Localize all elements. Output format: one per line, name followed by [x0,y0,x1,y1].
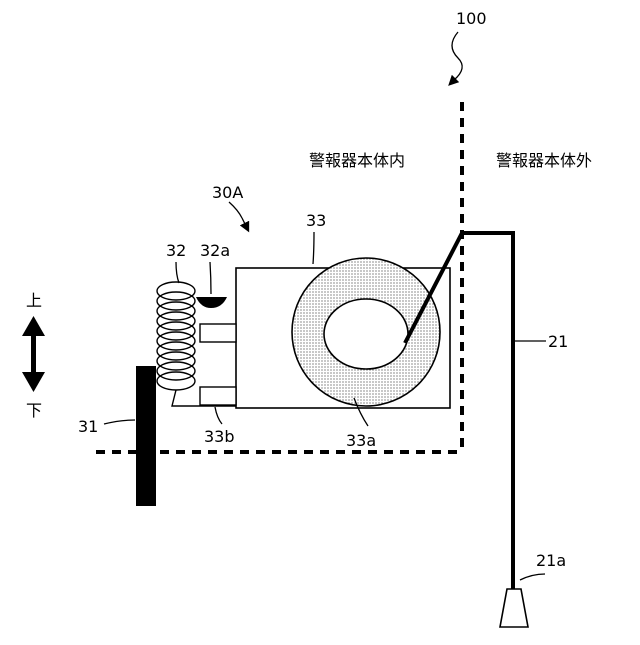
label-32: 32 [166,241,186,260]
label-21: 21 [548,332,568,351]
stopper-32a [196,297,227,308]
label-up: 上 [26,291,42,310]
arrow-100 [450,80,454,84]
label-outside: 警報器本体外 [496,151,592,170]
label-32a: 32a [200,241,230,260]
label-33a: 33a [346,431,376,450]
label-31: 31 [78,417,98,436]
label-100: 100 [456,9,487,28]
label-30a: 30A [212,183,243,202]
post-31 [136,366,156,506]
label-down: 下 [26,401,42,420]
ring-33a-hole [324,299,408,369]
label-33: 33 [306,211,326,230]
up-down-arrow [22,316,45,392]
arrow-30a [242,218,248,230]
label-33b: 33b [204,427,235,446]
label-inside: 警報器本体内 [309,151,405,170]
label-21a: 21a [536,551,566,570]
guide-33b-upper [200,324,236,342]
pull-knob-21a [500,589,528,627]
guide-33b-lower [200,387,236,405]
